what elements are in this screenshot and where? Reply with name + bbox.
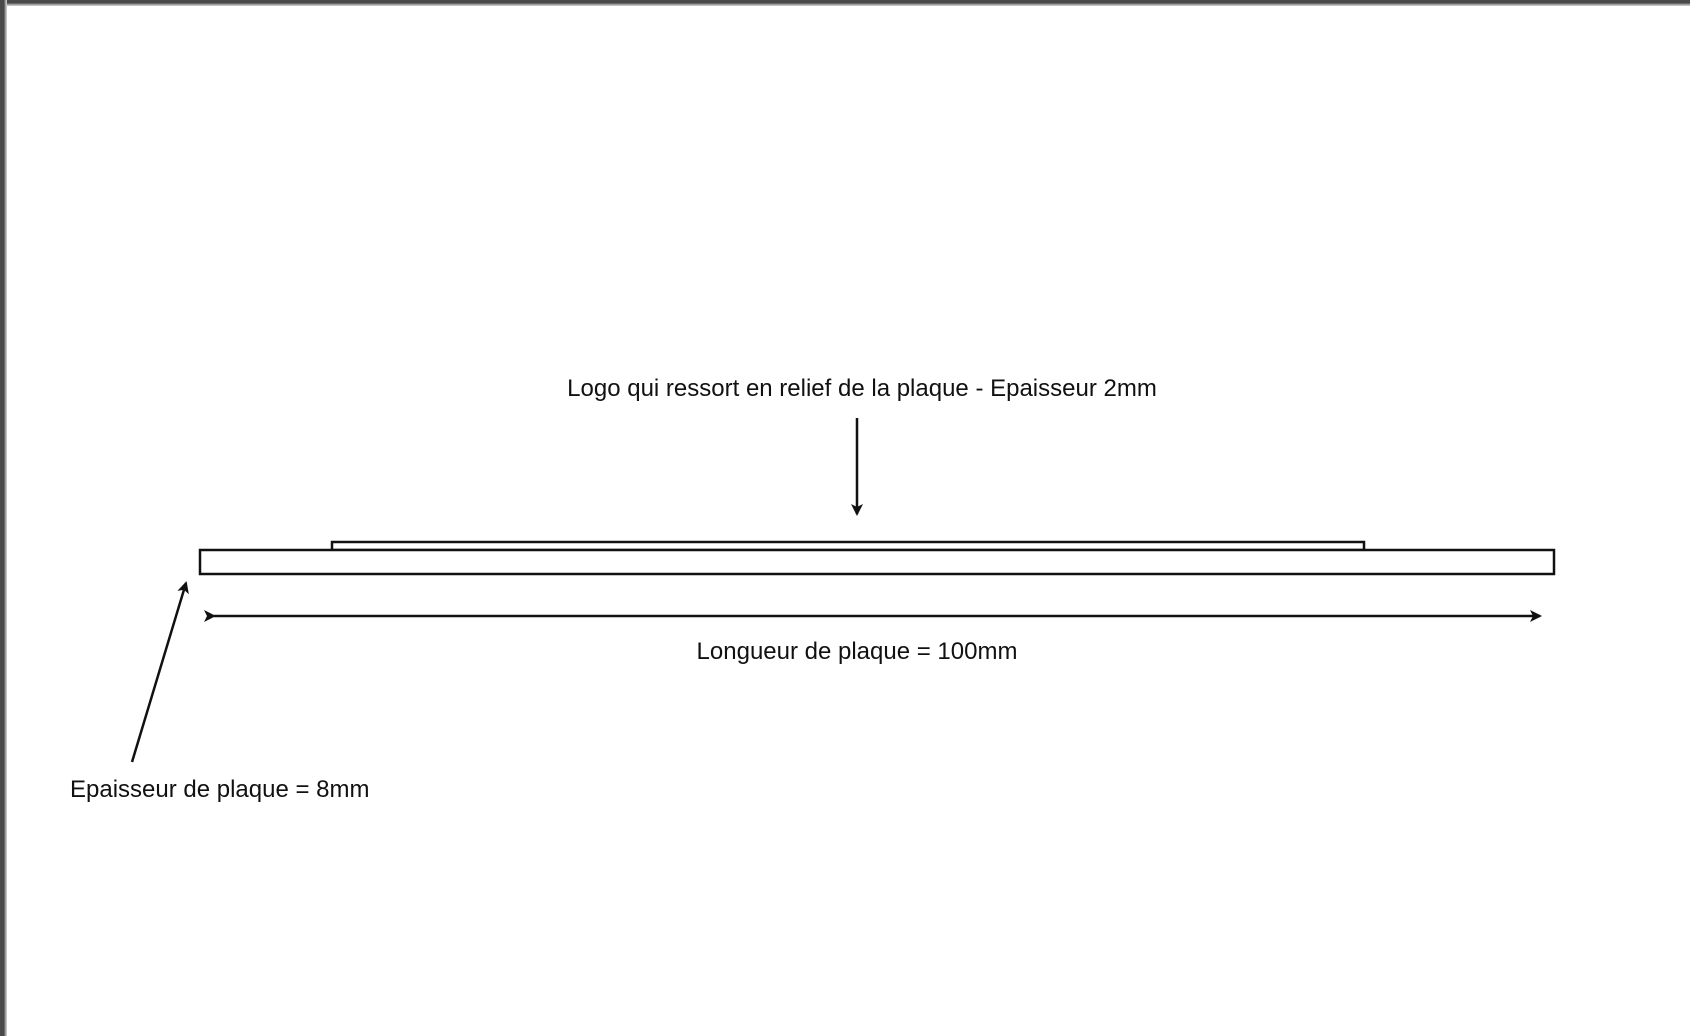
plate-body: [198, 548, 1556, 576]
canvas-top-edge: [0, 0, 1690, 6]
thickness-label: Epaisseur de plaque = 8mm: [70, 776, 370, 803]
length-label: Longueur de plaque = 100mm: [697, 638, 1018, 665]
logo-label: Logo qui ressort en relief de la plaque …: [567, 375, 1157, 402]
canvas-left-edge: [0, 0, 7, 1036]
thickness-arrow: [130, 581, 189, 763]
